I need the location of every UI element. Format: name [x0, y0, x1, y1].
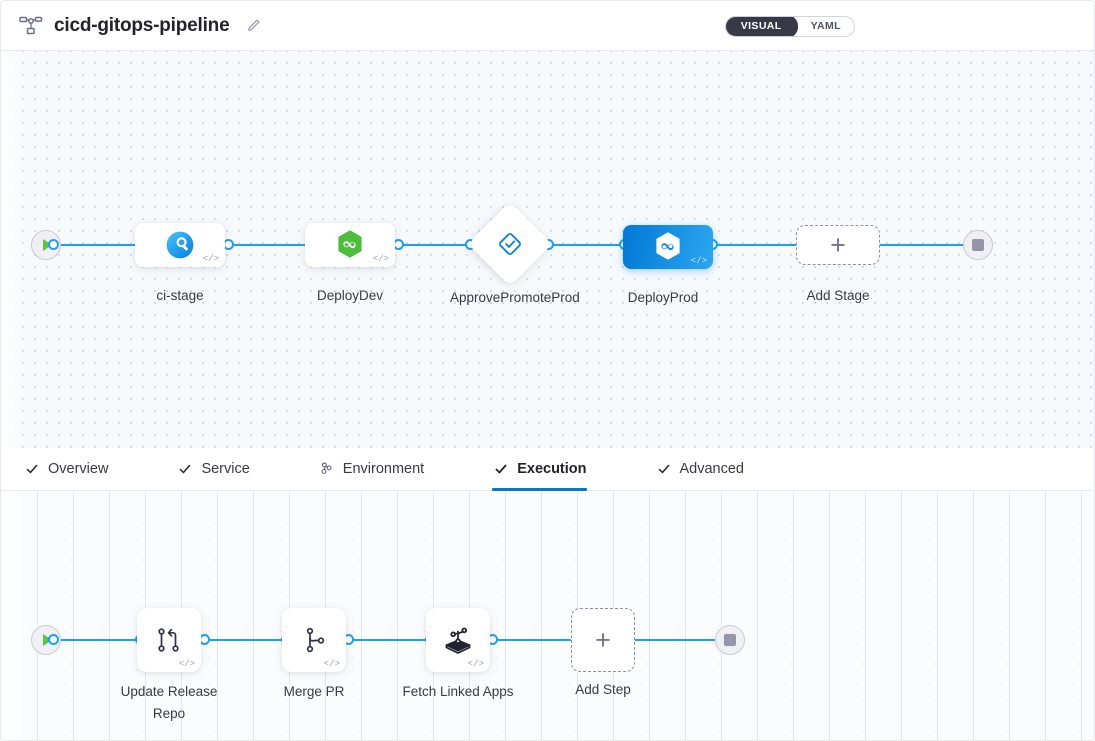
- add-stage-label: Add Stage: [806, 288, 870, 303]
- step-graph: </> Update Release Repo </>: [1, 491, 1094, 740]
- stage-label-approve-promote-prod: ApprovePromoteProd: [450, 290, 580, 305]
- code-badge: </>: [202, 254, 219, 264]
- header-left-group: cicd-gitops-pipeline: [19, 15, 261, 37]
- edge-start-to-update-release-repo: [53, 639, 141, 641]
- app-header: cicd-gitops-pipeline VISUAL YAML: [1, 1, 1094, 51]
- stage-label-ci-stage: ci-stage: [156, 288, 204, 303]
- tab-label: Overview: [48, 461, 109, 477]
- code-badge: </>: [372, 254, 389, 264]
- step-node-fetch-linked-apps[interactable]: </>: [426, 608, 490, 672]
- edge-start-to-ci: [53, 244, 141, 246]
- plus-icon: +: [830, 229, 846, 260]
- play-icon: [43, 239, 52, 251]
- edge-deployprod-to-addstage: [713, 244, 803, 246]
- ci-build-icon: [165, 230, 195, 260]
- tab-label: Execution: [517, 461, 587, 477]
- execution-steps-canvas[interactable]: </> Update Release Repo </>: [1, 491, 1094, 740]
- stage-node-deployprod[interactable]: </>: [623, 225, 713, 269]
- stage-node-ci-stage[interactable]: </>: [135, 223, 225, 267]
- add-stage-button[interactable]: +: [796, 225, 880, 265]
- edge-addstage-to-end: [879, 244, 971, 246]
- stage-end-node[interactable]: [963, 230, 993, 260]
- edit-pencil-icon[interactable]: [240, 18, 261, 33]
- stage-label-deployprod: DeployProd: [627, 290, 699, 305]
- tab-label: Service: [201, 461, 250, 477]
- step-end-node[interactable]: [715, 625, 745, 655]
- harness-hexagon-icon: [335, 229, 365, 261]
- play-icon: [43, 634, 52, 646]
- connector-dot-step-start: [48, 634, 59, 645]
- git-branch-merge-icon: [297, 623, 331, 657]
- tab-advanced[interactable]: Advanced: [655, 448, 763, 490]
- code-badge: </>: [690, 256, 707, 266]
- edge-deploydev-to-approve: [399, 244, 479, 246]
- fetch-linked-apps-icon: [440, 622, 476, 658]
- step-node-update-release-repo[interactable]: </>: [137, 608, 201, 672]
- tab-label: Environment: [342, 461, 425, 477]
- add-step-label: Add Step: [575, 682, 631, 697]
- toggle-visual[interactable]: VISUAL: [725, 17, 798, 36]
- page-title: cicd-gitops-pipeline: [54, 14, 230, 36]
- add-step-button[interactable]: +: [571, 608, 635, 672]
- stage-node-approve-promote-prod[interactable]: [467, 201, 553, 287]
- pipeline-icon: [19, 16, 43, 36]
- check-icon: [26, 464, 38, 474]
- step-label-update-release-repo: Update Release Repo: [120, 684, 218, 721]
- stage-graph-canvas[interactable]: </> ci-stage </> DeployDev: [1, 51, 1094, 448]
- connector-dot-start: [48, 239, 59, 250]
- edge-approve-to-deployprod: [549, 244, 629, 246]
- edge-update-release-repo-to-merge-pr: [205, 639, 291, 641]
- tab-environment[interactable]: Environment: [318, 448, 442, 490]
- code-badge: </>: [178, 659, 195, 669]
- edge-merge-pr-to-fetch-linked-apps: [349, 639, 435, 641]
- tab-execution[interactable]: Execution: [492, 448, 604, 491]
- edge-fetch-linked-apps-to-add-step: [493, 639, 573, 641]
- stage-config-tabs: Overview Service Environment Execution A…: [1, 448, 1094, 491]
- stage-label-deploydev: DeployDev: [316, 288, 384, 303]
- check-icon: [495, 464, 507, 474]
- step-node-merge-pr[interactable]: </>: [282, 608, 346, 672]
- step-label-merge-pr: Merge PR: [283, 684, 345, 699]
- code-badge: </>: [323, 659, 340, 669]
- stage-graph: </> ci-stage </> DeployDev: [1, 51, 1094, 448]
- environment-cluster-icon: [321, 462, 332, 474]
- edge-ci-to-deploydev: [229, 244, 314, 246]
- check-icon: [658, 464, 669, 474]
- step-start-node[interactable]: [31, 625, 61, 655]
- code-badge: </>: [467, 659, 484, 669]
- plus-icon: +: [595, 624, 611, 655]
- edge-add-step-to-end: [635, 639, 725, 641]
- tab-overview[interactable]: Overview: [23, 448, 126, 490]
- step-label-fetch-linked-apps: Fetch Linked Apps: [402, 684, 514, 699]
- stop-icon: [724, 634, 736, 646]
- approval-diamond-check-icon: [497, 231, 523, 257]
- check-icon: [180, 464, 191, 474]
- harness-hexagon-icon: [653, 231, 683, 263]
- toggle-yaml[interactable]: YAML: [798, 17, 854, 36]
- stage-node-deploydev[interactable]: </>: [305, 223, 395, 267]
- view-mode-toggle[interactable]: VISUAL YAML: [724, 16, 855, 37]
- stop-icon: [972, 239, 984, 251]
- git-update-release-icon: [152, 623, 186, 657]
- tab-service[interactable]: Service: [176, 448, 267, 490]
- tab-label: Advanced: [679, 461, 745, 477]
